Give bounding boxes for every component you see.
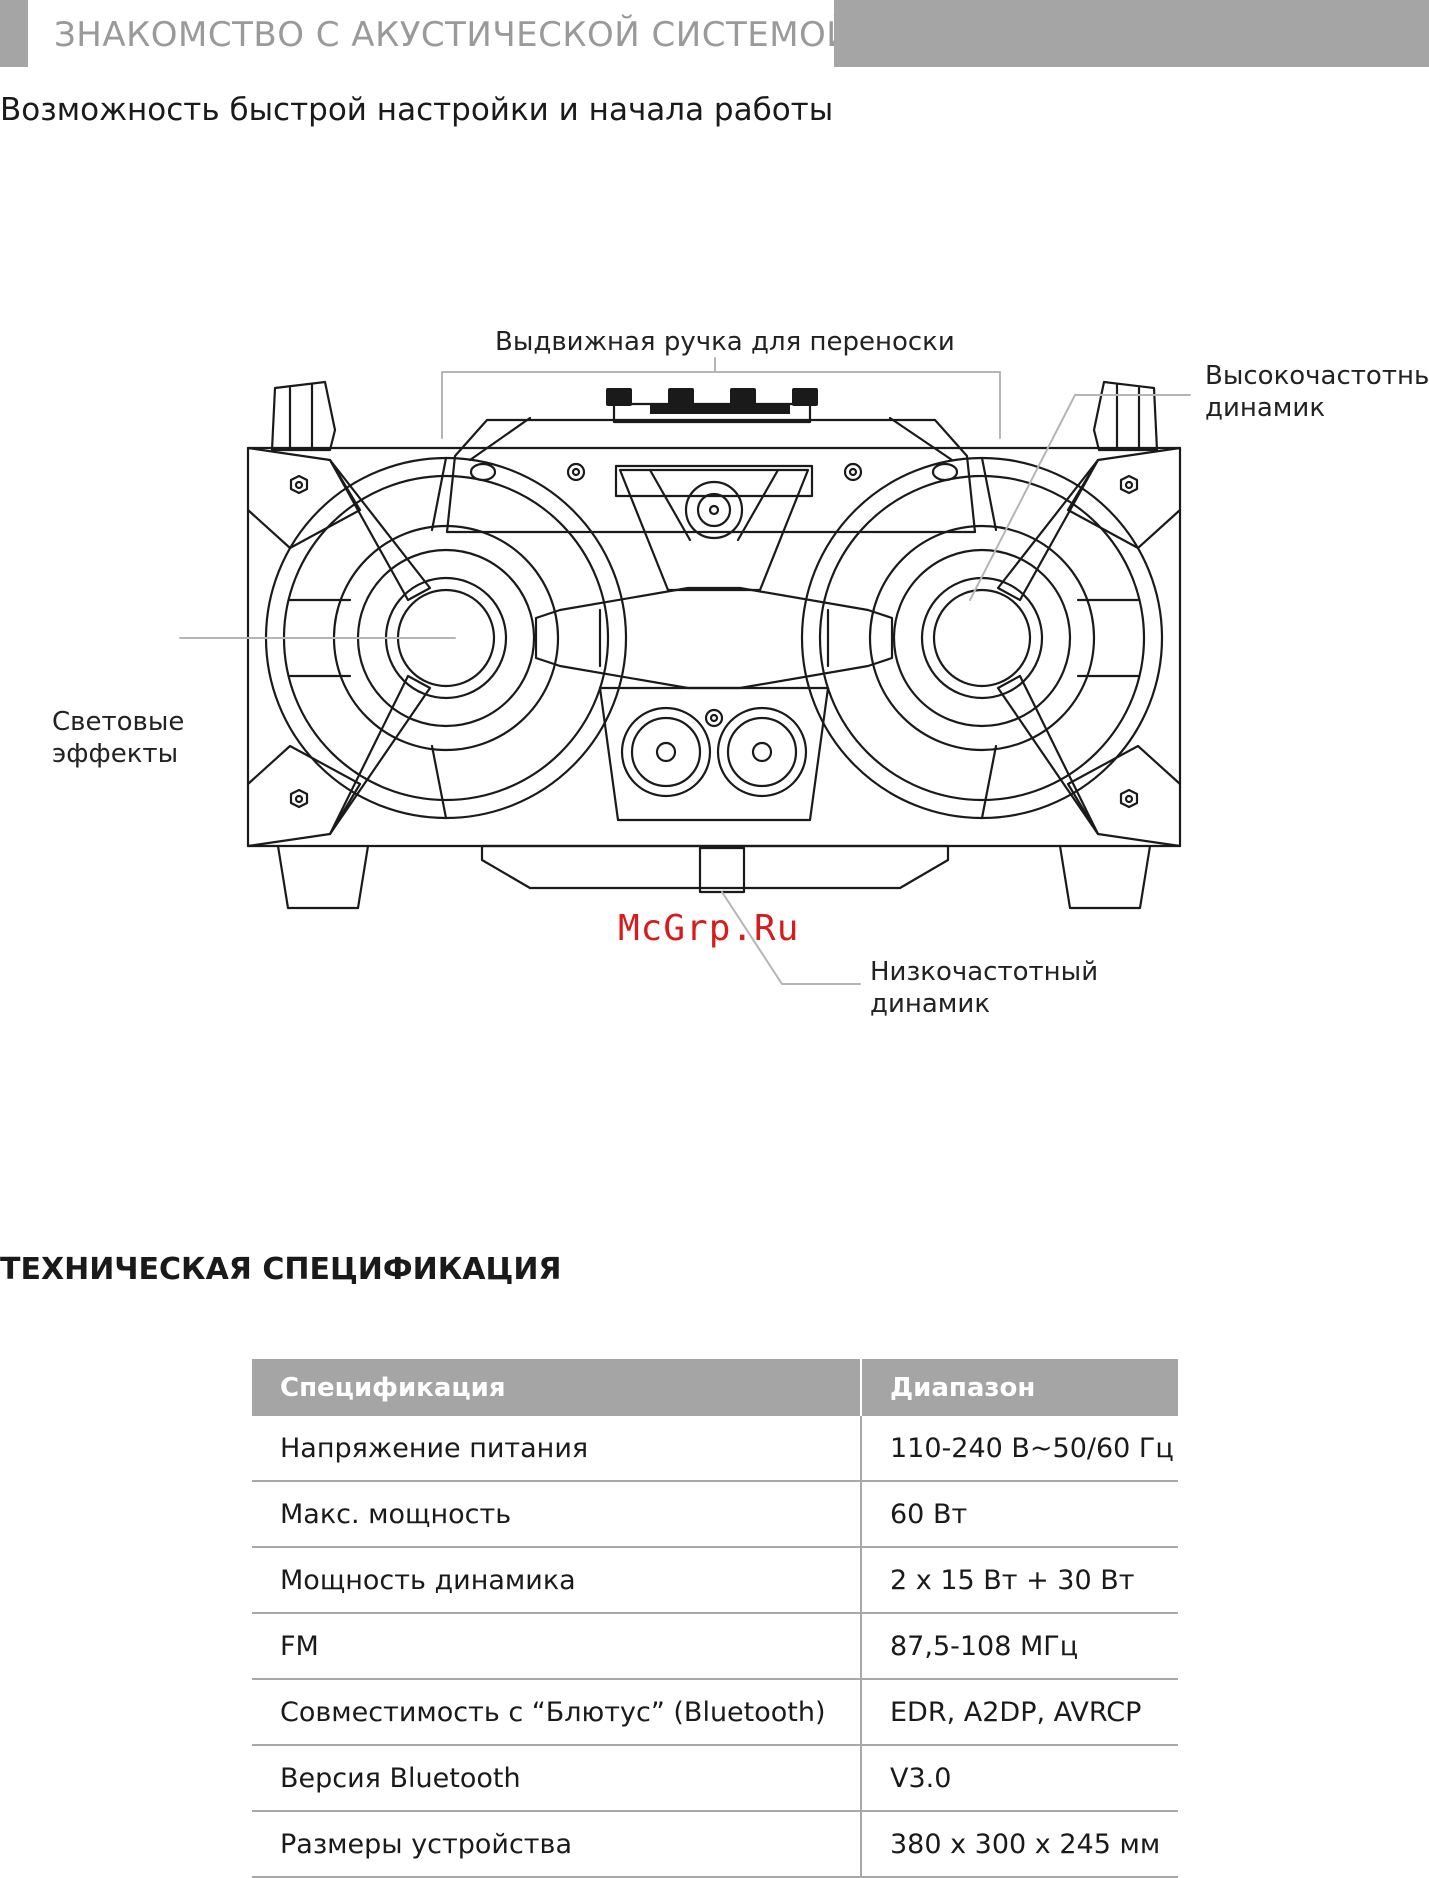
table-row: Макс. мощность 60 Вт <box>252 1481 1178 1548</box>
label-woofer: Низкочастотный динамик <box>870 957 1099 1019</box>
spec-name: Размеры устройства <box>252 1811 862 1878</box>
header-accent-right <box>834 0 1429 67</box>
table-row: Совместимость с “Блютус” (Bluetooth) EDR… <box>252 1679 1178 1746</box>
speaker-diagram: Выдвижная ручка для переноски Высокочаст… <box>0 300 1429 1130</box>
spec-value: 2 x 15 Вт + 30 Вт <box>861 1547 1178 1614</box>
label-light-effects: Световые эффекты <box>52 707 185 769</box>
table-row: Напряжение питания 110-240 В~50/60 Гц <box>252 1416 1178 1482</box>
watermark: McGrp.Ru <box>618 908 800 949</box>
spec-value: 380 x 300 x 245 мм <box>861 1811 1178 1878</box>
spec-name: Совместимость с “Блютус” (Bluetooth) <box>252 1679 862 1746</box>
table-header-row: Спецификация Диапазон <box>252 1359 1178 1416</box>
spec-name: Напряжение питания <box>252 1416 862 1482</box>
spec-value: 110-240 В~50/60 Гц <box>861 1416 1178 1482</box>
column-header-spec: Спецификация <box>252 1359 862 1416</box>
table-row: Мощность динамика 2 x 15 Вт + 30 Вт <box>252 1547 1178 1614</box>
table-row: FM 87,5-108 МГц <box>252 1613 1178 1680</box>
table-row: Версия Bluetooth V3.0 <box>252 1745 1178 1812</box>
spec-heading: ТЕХНИЧЕСКАЯ СПЕЦИФИКАЦИЯ <box>0 1252 562 1287</box>
spec-name: Макс. мощность <box>252 1481 862 1548</box>
spec-value: EDR, A2DP, AVRCP <box>861 1679 1178 1746</box>
spec-value: V3.0 <box>861 1745 1178 1812</box>
page-subtitle: Возможность быстрой настройки и начала р… <box>0 92 834 128</box>
column-header-range: Диапазон <box>861 1359 1178 1416</box>
spec-name: Версия Bluetooth <box>252 1745 862 1812</box>
table-row: Размеры устройства 380 x 300 x 245 мм <box>252 1811 1178 1878</box>
spec-value: 60 Вт <box>861 1481 1178 1548</box>
label-carry-handle: Выдвижная ручка для переноски <box>495 327 955 357</box>
section-title: ЗНАКОМСТВО С АКУСТИЧЕСКОЙ СИСТЕМОЙ <box>54 15 853 55</box>
header-accent-left <box>0 0 28 67</box>
spec-table: Спецификация Диапазон Напряжение питания… <box>252 1359 1178 1878</box>
section-header: ЗНАКОМСТВО С АКУСТИЧЕСКОЙ СИСТЕМОЙ <box>0 0 1429 67</box>
spec-name: Мощность динамика <box>252 1547 862 1614</box>
spec-name: FM <box>252 1613 862 1680</box>
label-tweeter: Высокочастотный динамик <box>1205 361 1429 423</box>
speaker-illustration <box>179 357 1191 985</box>
spec-value: 87,5-108 МГц <box>861 1613 1178 1680</box>
